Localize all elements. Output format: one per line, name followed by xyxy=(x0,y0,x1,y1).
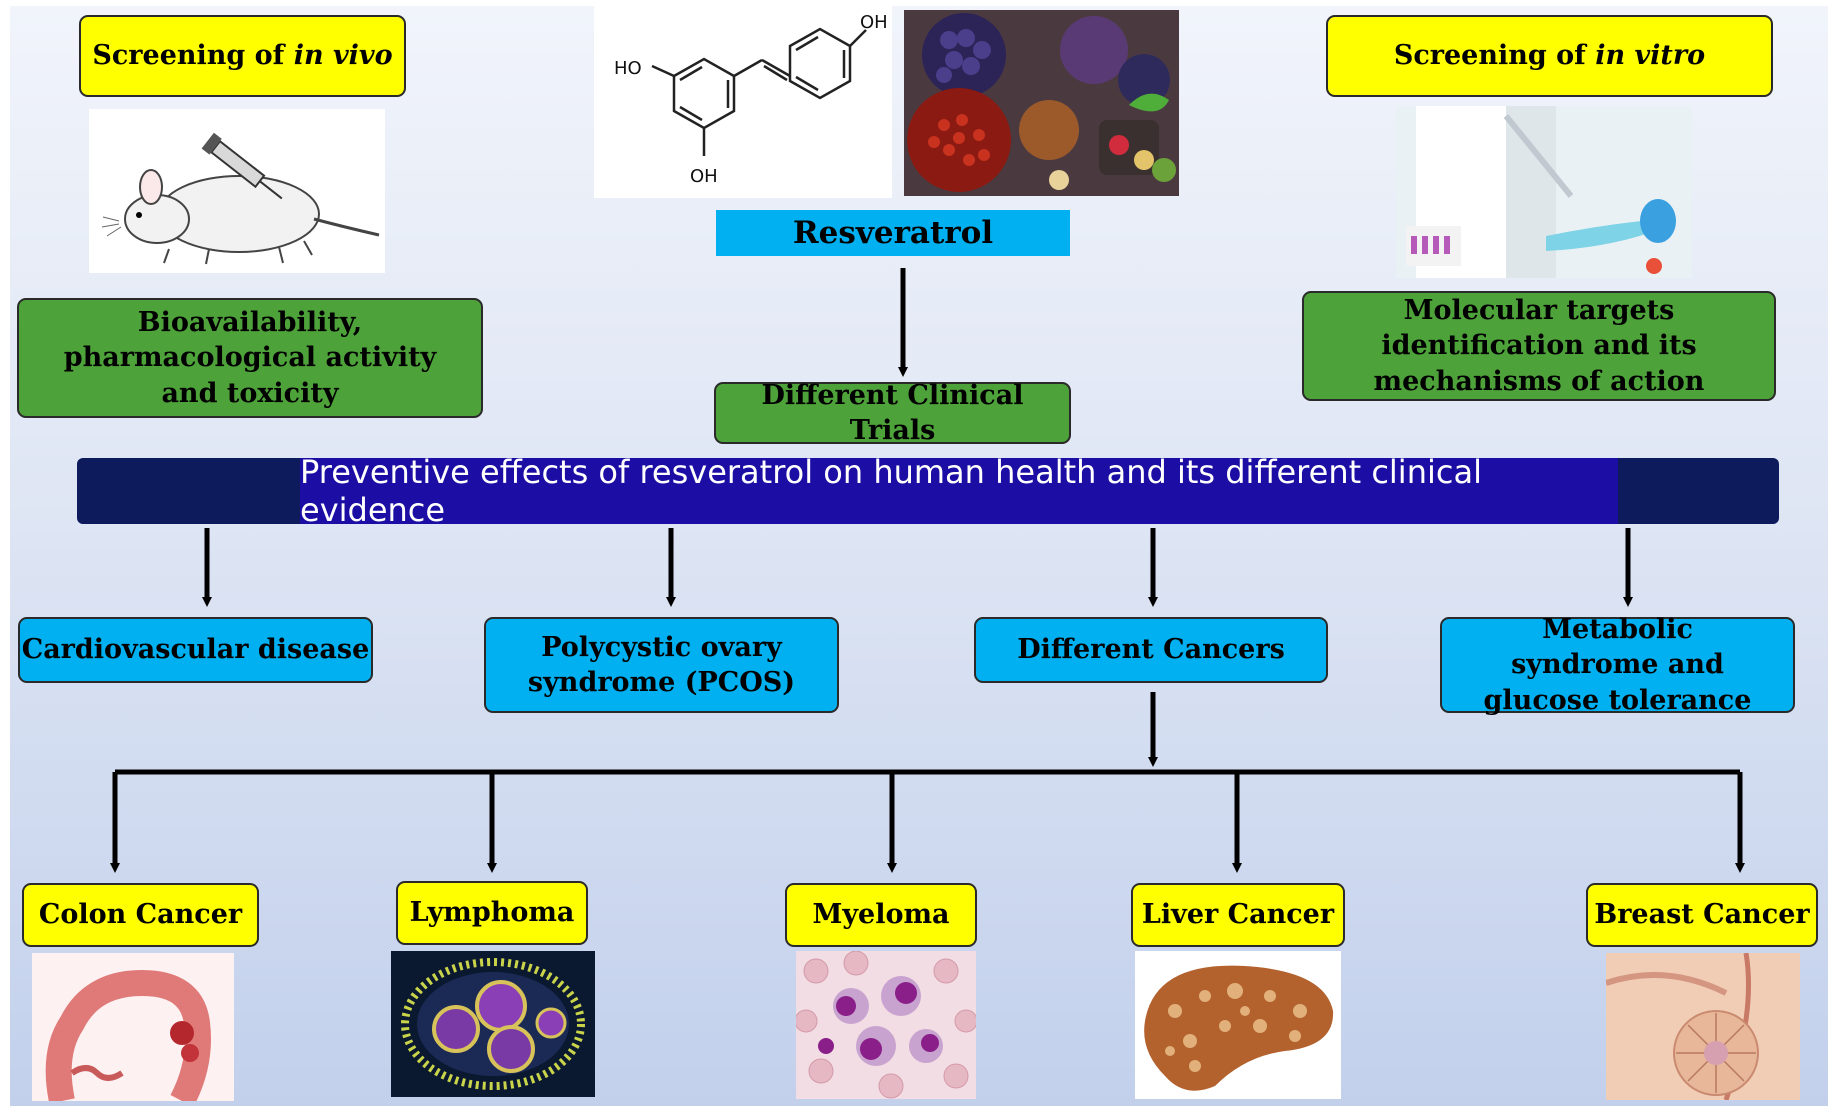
bioavailability-box: Bioavailability, pharmacological activit… xyxy=(17,298,483,418)
in-vivo-prefix: Screening of xyxy=(92,40,294,72)
preventive-effects-banner: Preventive effects of resveratrol on hum… xyxy=(300,453,1618,529)
effect-label: Metabolic syndrome and glucose tolerance xyxy=(1483,614,1752,716)
effect-cardiovascular: Cardiovascular disease xyxy=(18,617,373,683)
molecule-oh-bottom: OH xyxy=(690,166,718,187)
molecule-oh-top: OH xyxy=(860,12,888,33)
banner-text: Preventive effects of resveratrol on hum… xyxy=(300,453,1482,529)
resveratrol-label: Resveratrol xyxy=(716,210,1070,256)
clinical-trials-box: Different Clinical Trials xyxy=(714,380,1071,446)
cancer-liver: Liver Cancer xyxy=(1131,883,1345,947)
cancer-label: Liver Cancer xyxy=(1141,899,1335,931)
molecular-targets-box: Molecular targets identification and its… xyxy=(1302,291,1776,401)
in-vitro-prefix: Screening of xyxy=(1393,40,1596,72)
clinical-trials-label: Different Clinical Trials xyxy=(761,379,1024,446)
resveratrol-molecule-structure: OH HO OH xyxy=(594,6,892,198)
bioavailability-label: Bioavailability, pharmacological activit… xyxy=(63,307,437,409)
lab-pipette-image xyxy=(1396,106,1692,278)
cancer-lymphoma: Lymphoma xyxy=(396,881,588,945)
mouse-injection-image xyxy=(89,109,385,273)
effect-different-cancers: Different Cancers xyxy=(974,617,1328,683)
cancer-label: Breast Cancer xyxy=(1594,899,1810,931)
effect-metabolic-syndrome: Metabolic syndrome and glucose tolerance xyxy=(1440,614,1795,716)
liver-cancer-image xyxy=(1135,951,1341,1099)
in-vivo-italic: in vivo xyxy=(293,40,393,72)
cancer-label: Lymphoma xyxy=(409,897,575,929)
cancer-label: Colon Cancer xyxy=(38,899,243,931)
in-vitro-title: Screening of in vitro xyxy=(1326,15,1773,97)
molecular-targets-label: Molecular targets identification and its… xyxy=(1373,295,1705,397)
in-vivo-title: Screening of in vivo xyxy=(79,15,406,97)
cancer-colon: Colon Cancer xyxy=(22,883,259,947)
effect-pcos: Polycystic ovary syndrome (PCOS) xyxy=(484,617,839,713)
colon-cancer-image xyxy=(32,953,234,1101)
effect-label: Different Cancers xyxy=(1017,634,1285,666)
effect-label: Cardiovascular disease xyxy=(21,634,370,666)
cancer-myeloma: Myeloma xyxy=(785,883,977,947)
cancer-label: Myeloma xyxy=(812,899,950,931)
resveratrol-foods-image xyxy=(904,10,1179,196)
resveratrol-text: Resveratrol xyxy=(792,215,994,251)
breast-cancer-image xyxy=(1606,953,1800,1100)
effect-label: Polycystic ovary syndrome (PCOS) xyxy=(527,631,796,698)
lymphoma-image xyxy=(391,951,595,1097)
molecule-ho-left: HO xyxy=(614,58,642,79)
cancer-breast: Breast Cancer xyxy=(1586,883,1818,947)
in-vitro-italic: in vitro xyxy=(1595,40,1706,72)
myeloma-image xyxy=(796,951,976,1099)
